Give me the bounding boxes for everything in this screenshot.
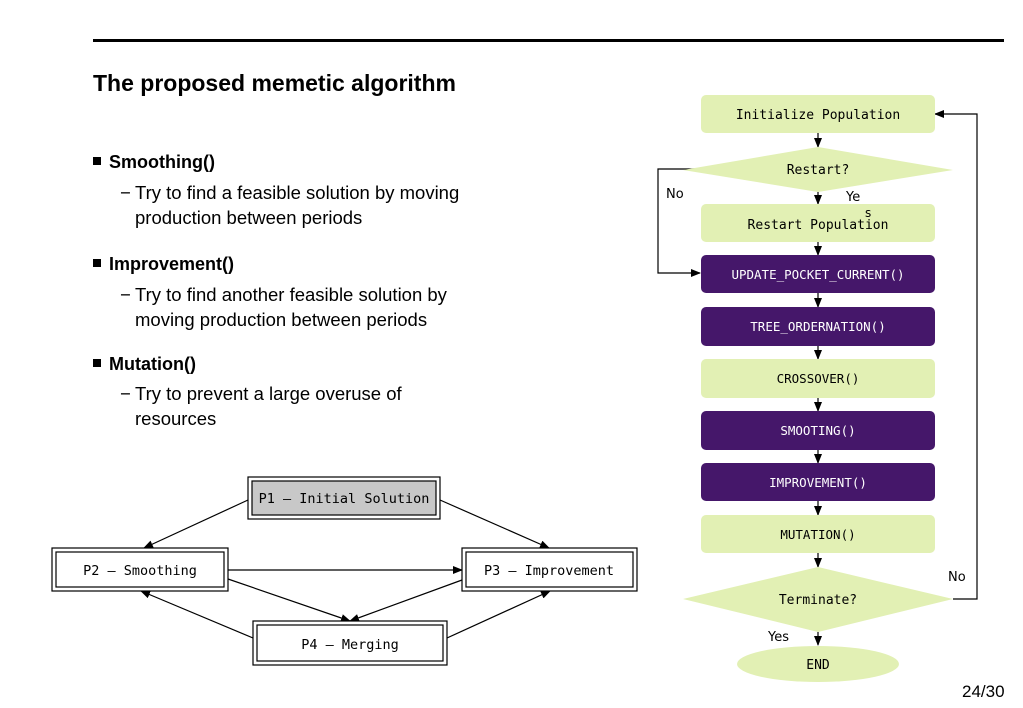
bullet-smoothing-detail: − Try to find a feasible solution by mov… xyxy=(120,180,520,230)
flow-label: Terminate? xyxy=(779,593,857,608)
terminate-no-path xyxy=(934,110,978,600)
bullet-square-icon xyxy=(93,259,101,267)
slide-title: The proposed memetic algorithm xyxy=(93,70,456,96)
edge-p1-p3 xyxy=(439,499,550,549)
flow-update-pocket-current: UPDATE_POCKET_CURRENT() xyxy=(701,255,935,293)
bullet-mutation: Mutation() xyxy=(93,354,196,375)
bullet-square-icon xyxy=(93,157,101,165)
flow-label: Restart Population xyxy=(748,218,889,233)
flow-terminate-decision: Terminate? xyxy=(683,567,953,632)
flow-initialize-population: Initialize Population xyxy=(701,95,935,133)
restart-no-path xyxy=(657,168,708,277)
top-rule xyxy=(93,39,1004,42)
flow-tree-ordernation: TREE_ORDERNATION() xyxy=(701,307,935,346)
flow-restart-population: Restart Population xyxy=(701,204,935,242)
dash-mark: − xyxy=(120,383,131,404)
detail-line: production between periods xyxy=(135,207,363,228)
detail-line: Try to find another feasible solution by xyxy=(135,284,447,305)
flow-label: END xyxy=(806,658,830,673)
dash-mark: − xyxy=(120,284,131,305)
edge-p4-p2 xyxy=(140,590,254,639)
flow-label: CROSSOVER() xyxy=(777,371,860,386)
bullet-heading: Improvement() xyxy=(109,254,235,274)
flow-label: TREE_ORDERNATION() xyxy=(750,319,885,334)
node-label: P2 – Smoothing xyxy=(83,563,197,579)
detail-line: resources xyxy=(135,408,217,429)
flow-restart-decision: Restart? xyxy=(683,147,953,192)
node-label: P1 – Initial Solution xyxy=(259,491,430,507)
flow-label: Restart? xyxy=(787,163,850,178)
bullet-smoothing: Smoothing() xyxy=(93,152,215,173)
bullet-improvement-detail: − Try to find another feasible solution … xyxy=(120,282,520,332)
edge-p3-p4 xyxy=(349,579,463,622)
node-p4-merging: P4 – Merging xyxy=(252,620,448,666)
detail-line: moving production between periods xyxy=(135,309,428,330)
flow-mutation: MUTATION() xyxy=(701,515,935,553)
flow-label: SMOOTING() xyxy=(780,423,855,438)
terminate-no-label: No xyxy=(948,570,966,585)
bullet-square-icon xyxy=(93,359,101,367)
page-number: 24/30 xyxy=(962,682,1005,701)
restart-yes-label-overflow: s xyxy=(865,206,872,220)
node-p3-improvement: P3 – Improvement xyxy=(461,547,638,592)
bullet-mutation-detail: − Try to prevent a large overuse of reso… xyxy=(120,381,520,431)
flow-label: UPDATE_POCKET_CURRENT() xyxy=(731,267,904,282)
algorithm-flowchart: Initialize Population Restart? No Ye Res… xyxy=(657,95,978,682)
node-p1-initial-solution: P1 – Initial Solution xyxy=(247,476,441,520)
edge-p4-p3 xyxy=(446,590,551,639)
flow-improvement: IMPROVEMENT() xyxy=(701,463,935,501)
flow-smoothing: SMOOTING() xyxy=(701,411,935,450)
restart-yes-label: Ye xyxy=(845,190,860,205)
bullet-heading: Smoothing() xyxy=(109,152,215,172)
node-p2-smoothing: P2 – Smoothing xyxy=(51,547,229,592)
phase-diagram: P1 – Initial Solution P2 – Smoothing P3 … xyxy=(51,476,638,666)
edge-p2-p4 xyxy=(227,578,351,622)
node-label: P4 – Merging xyxy=(301,637,399,653)
terminate-yes-label: Yes xyxy=(767,630,789,645)
bullet-improvement: Improvement() xyxy=(93,254,234,275)
bullet-heading: Mutation() xyxy=(109,354,196,374)
dash-mark: − xyxy=(120,182,131,203)
flow-crossover: CROSSOVER() xyxy=(701,359,935,398)
flow-label: IMPROVEMENT() xyxy=(769,475,867,490)
restart-no-label: No xyxy=(666,187,684,202)
node-label: P3 – Improvement xyxy=(484,563,614,579)
flow-label: MUTATION() xyxy=(780,527,855,542)
flow-end: END xyxy=(737,646,899,682)
edge-p1-p2 xyxy=(143,499,249,549)
flow-label: Initialize Population xyxy=(736,108,900,123)
detail-line: Try to find a feasible solution by movin… xyxy=(135,182,460,203)
detail-line: Try to prevent a large overuse of xyxy=(135,383,402,404)
